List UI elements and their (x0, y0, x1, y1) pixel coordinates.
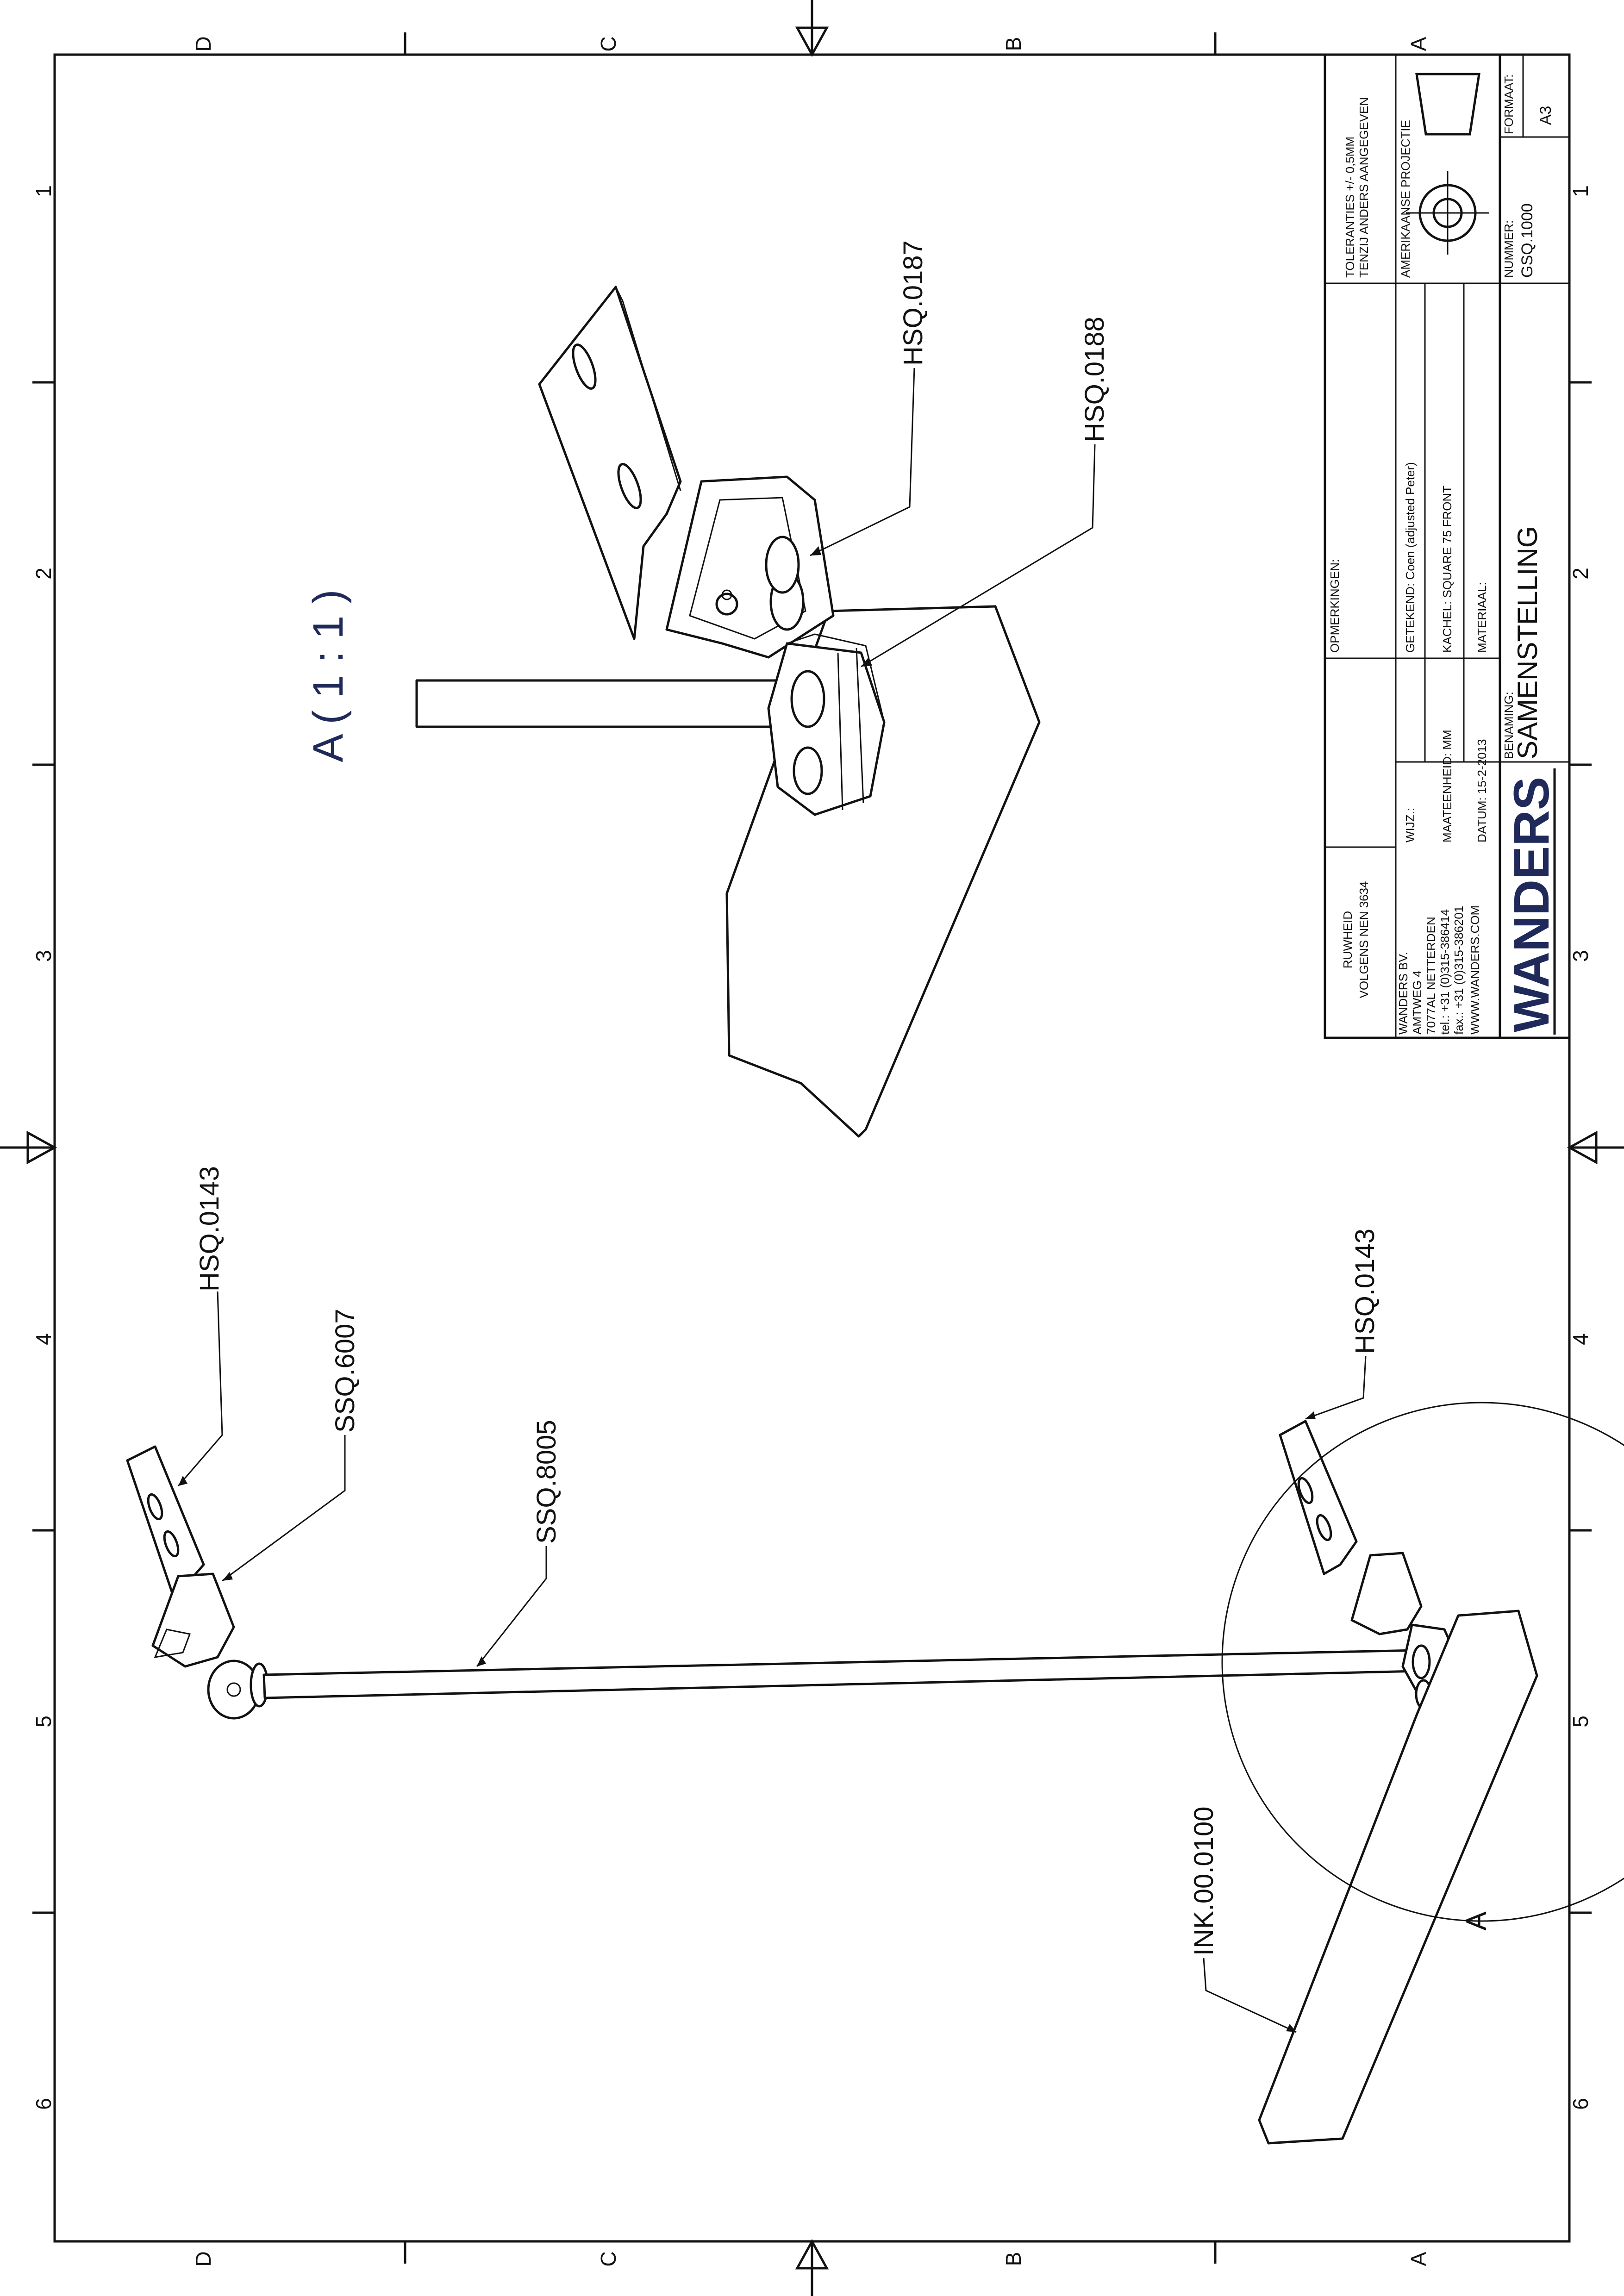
label-ssq6007: SSQ.6007 (330, 1309, 360, 1433)
zone-number-left-3: 3 (31, 950, 56, 962)
company-logo: WANDERS (1503, 777, 1559, 1032)
zone-letters-bottom: D C B A (191, 2251, 1430, 2266)
zone-numbers-left: 1 2 3 4 5 6 (31, 185, 56, 2110)
zone-number-right-5: 5 (1568, 1716, 1593, 1728)
getekend-field: GETEKEND: Coen (adjusted Peter) (1403, 462, 1417, 653)
detail-bracket-plate (538, 286, 682, 640)
company-city: 7077AL NETTERDEN (1424, 917, 1438, 1035)
zone-number-left-2: 2 (31, 568, 56, 580)
company-fax: fax.: +31 (0)315-386201 (1452, 906, 1466, 1035)
company-tel: tel.: +31 (0)315-386414 (1438, 909, 1452, 1035)
projection-symbol (1406, 73, 1489, 255)
kachel-field: KACHEL: SQUARE 75 FRONT (1440, 486, 1454, 653)
zone-letter-bottom-b: B (1001, 2252, 1025, 2266)
benaming-label: BENAMING: (1502, 692, 1516, 759)
materiaal-field: MATERIAAL: (1475, 582, 1489, 653)
label-hsq0187: HSQ.0187 (898, 240, 928, 366)
ruwheid-line2: VOLGENS NEN 3634 (1357, 881, 1371, 998)
part-labels: HSQ.0187 HSQ.0188 HSQ.0143 SSQ.6007 SSQ.… (194, 240, 1380, 1956)
title-block (1324, 53, 1571, 1039)
projection-label: AMERIKAANSE PROJECTIE (1399, 120, 1412, 278)
tolerance-line2: TENZIJ ANDERS AANGEGEVEN (1357, 97, 1371, 278)
flue-plate (1258, 1610, 1538, 2145)
leader-lines (177, 368, 1367, 2033)
zone-number-right-4: 4 (1568, 1333, 1593, 1345)
zone-number-right-2: 2 (1568, 568, 1593, 580)
zone-letters-top: D C B A (191, 36, 1430, 51)
zone-letter-top-a: A (1406, 37, 1430, 51)
label-hsq0143-left: HSQ.0143 (194, 1166, 225, 1292)
zone-number-left-5: 5 (31, 1716, 56, 1728)
zone-numbers-right: 1 2 3 4 5 6 (1568, 185, 1593, 2110)
detail-view-a (415, 286, 1041, 1138)
zone-letter-top-c: C (596, 36, 620, 51)
tolerance-line1: TOLERANTIES +/- 0,5MM (1343, 137, 1357, 278)
detail-circle-a (1221, 1402, 1624, 1922)
left-hinge (151, 1572, 235, 1668)
nummer-value: GSQ.1000 (1518, 203, 1536, 278)
label-ink0000100: INK.00.0100 (1189, 1807, 1219, 1956)
zone-number-left-6: 6 (31, 2098, 56, 2110)
zone-number-left-1: 1 (31, 185, 56, 197)
right-bracket-plate (1279, 1420, 1358, 1575)
company-web: WWW.WANDERS.COM (1468, 905, 1482, 1035)
zone-letter-top-d: D (191, 36, 215, 51)
datum-field: DATUM: 15-2-2013 (1475, 739, 1489, 843)
detail-clamp-block (767, 642, 886, 816)
main-assembly-view (126, 1402, 1624, 2145)
long-rod (262, 1649, 1419, 1699)
zone-letter-top-b: B (1001, 37, 1025, 51)
zone-letter-bottom-d: D (191, 2251, 215, 2266)
ruwheid-line1: RUWHEID (1341, 911, 1355, 968)
wijz-field: WIJZ.: (1403, 808, 1417, 842)
zone-number-left-4: 4 (31, 1333, 56, 1345)
right-hinge (1350, 1552, 1423, 1635)
nummer-label: NUMMER: (1502, 220, 1516, 278)
label-ssq8005: SSQ.8005 (531, 1420, 562, 1544)
detail-callout-letter: A (1461, 1911, 1493, 1931)
detail-hinge-block (665, 475, 835, 659)
benaming-value: SAMENSTELLING (1512, 526, 1543, 759)
maateenheid-field: MAATEENHEID: MM (1440, 730, 1454, 842)
zone-number-right-3: 3 (1568, 950, 1593, 962)
formaat-label: FORMAAT: (1502, 74, 1516, 134)
zone-number-right-6: 6 (1568, 2098, 1593, 2110)
company-name: WANDERS BV. (1396, 952, 1410, 1035)
zone-letter-bottom-c: C (596, 2251, 620, 2266)
zone-letter-bottom-a: A (1406, 2252, 1430, 2266)
view-label: A ( 1 : 1 ) (305, 589, 352, 762)
opmerkingen-label: OPMERKINGEN: (1328, 559, 1342, 653)
title-block-text: TOLERANTIES +/- 0,5MM TENZIJ ANDERS AANG… (1328, 74, 1559, 1035)
formaat-value: A3 (1537, 106, 1555, 125)
label-hsq0143-right: HSQ.0143 (1350, 1229, 1380, 1354)
company-street: AMTWEG 4 (1410, 970, 1424, 1035)
detail-rod (415, 679, 788, 728)
zone-ticks (32, 32, 1592, 2264)
label-hsq0188: HSQ.0188 (1080, 317, 1110, 442)
zone-number-right-1: 1 (1568, 185, 1593, 197)
